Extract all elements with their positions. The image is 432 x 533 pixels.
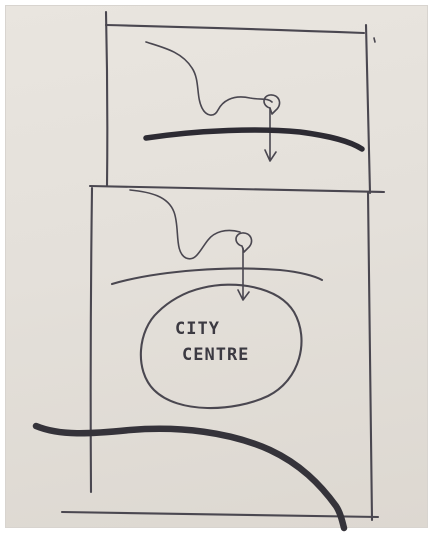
top-panel [90,12,384,193]
top-map-pin-icon [264,95,280,114]
bottom-down-arrow-icon [238,248,249,300]
bottom-panel-right-edge [368,192,372,520]
bottom-panel-left-edge [91,188,92,492]
top-thick-ground-line [146,130,362,149]
top-panel-top-edge [106,25,364,33]
top-down-arrow-icon [265,108,276,161]
top-panel-corner-tick [374,38,375,42]
top-meandering-path [146,42,272,115]
top-panel-right-edge [366,25,370,193]
top-panel-left-edge [106,12,107,186]
city-label-line2: CENTRE [182,345,249,365]
bottom-panel-bottom-edge [62,512,378,517]
city-label-line1: CITY [175,319,220,339]
bottom-horizon-arc [112,269,322,284]
bottom-meandering-path [130,190,240,259]
